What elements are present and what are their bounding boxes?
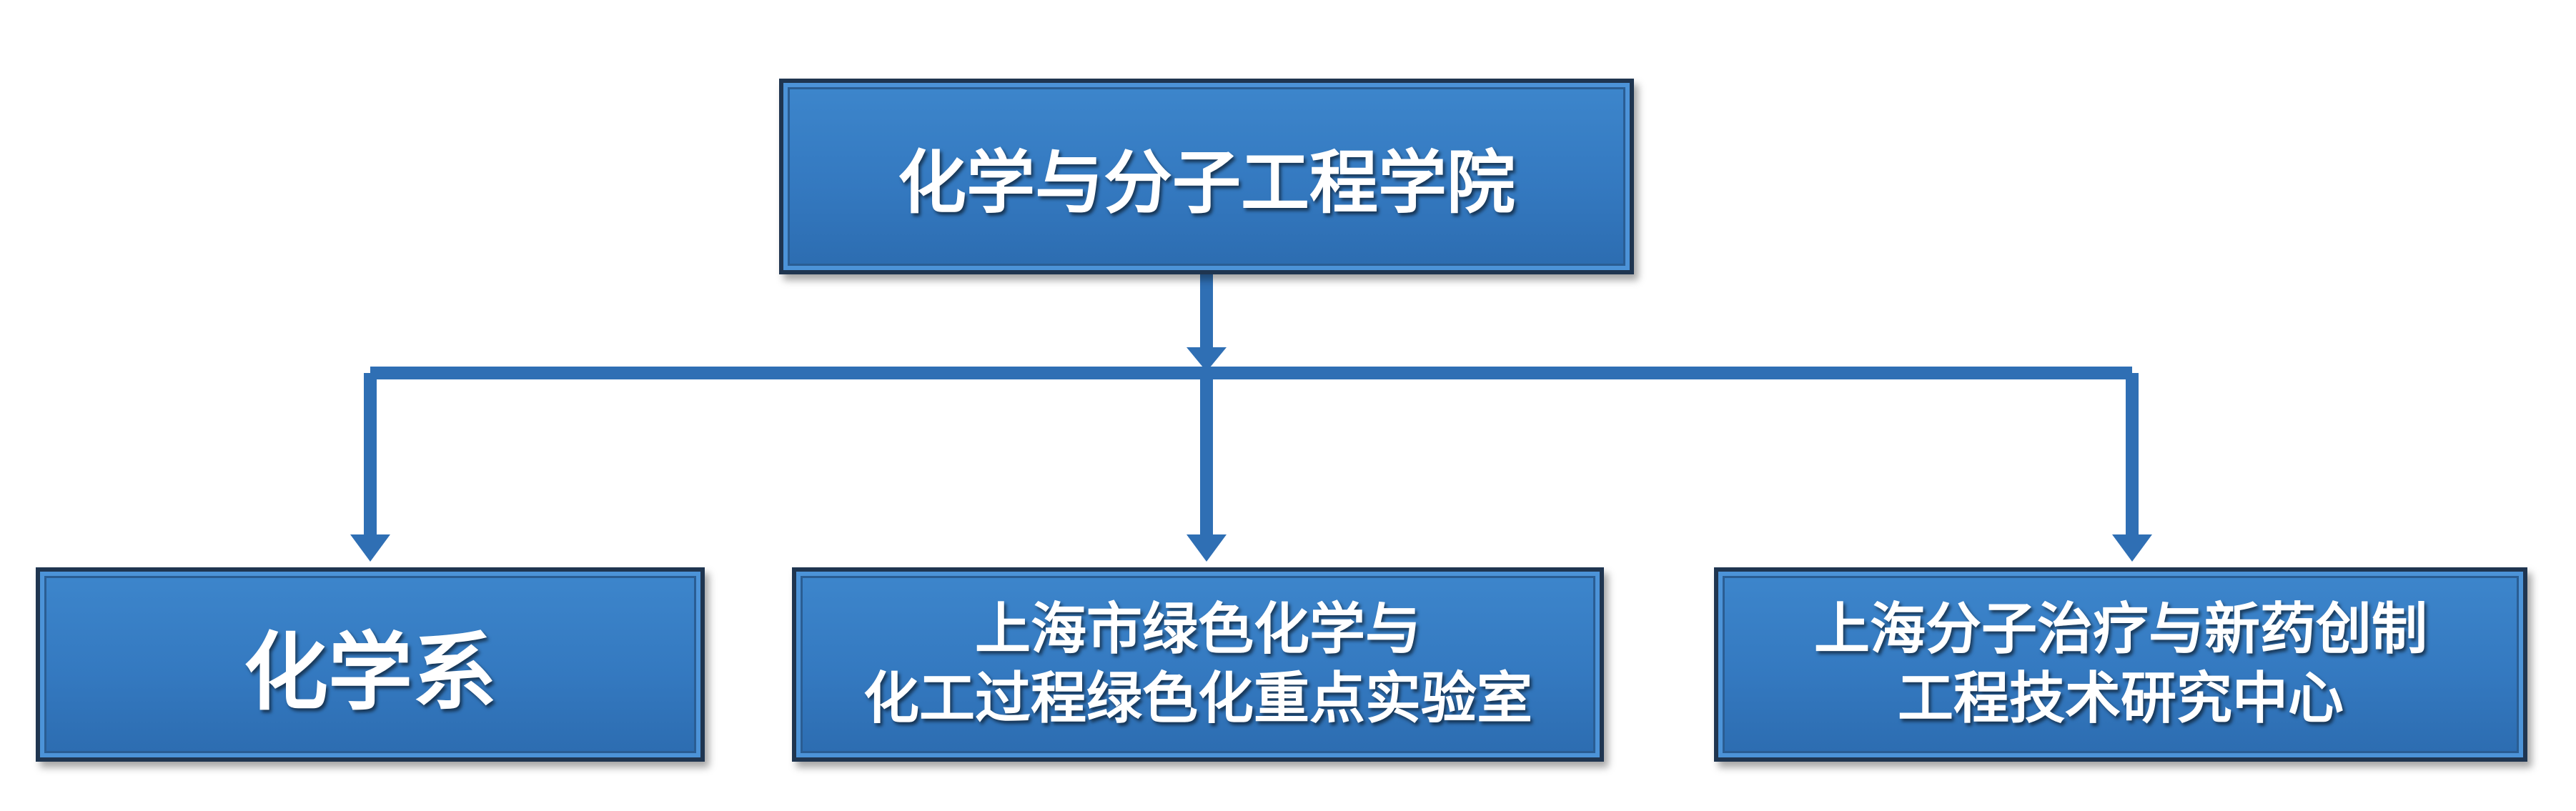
child-node-label-line-1: 化学系 — [243, 622, 497, 722]
child-node-label-line-2: 工程技术研究中心 — [1897, 667, 2344, 731]
child-node-molecular-therapy-center: 上海分子治疗与新药创制 工程技术研究中心 — [1714, 567, 2527, 762]
arrow-head-chem — [350, 534, 390, 562]
arrow-head-lab — [1187, 534, 1227, 562]
root-node-school: 化学与分子工程学院 — [779, 79, 1634, 274]
root-node-label: 化学与分子工程学院 — [898, 142, 1515, 223]
child-node-chemistry-department: 化学系 — [36, 567, 705, 762]
arrow-head-center — [2112, 534, 2152, 562]
child-node-green-chemistry-lab: 上海市绿色化学与 化工过程绿色化重点实验室 — [792, 567, 1604, 762]
child-node-label-line-1: 上海分子治疗与新药创制 — [1813, 597, 2427, 662]
child-node-label-line-1: 上海市绿色化学与 — [974, 597, 1421, 662]
child-node-label-line-2: 化工过程绿色化重点实验室 — [863, 667, 1532, 731]
arrow-head-root — [1187, 347, 1227, 372]
